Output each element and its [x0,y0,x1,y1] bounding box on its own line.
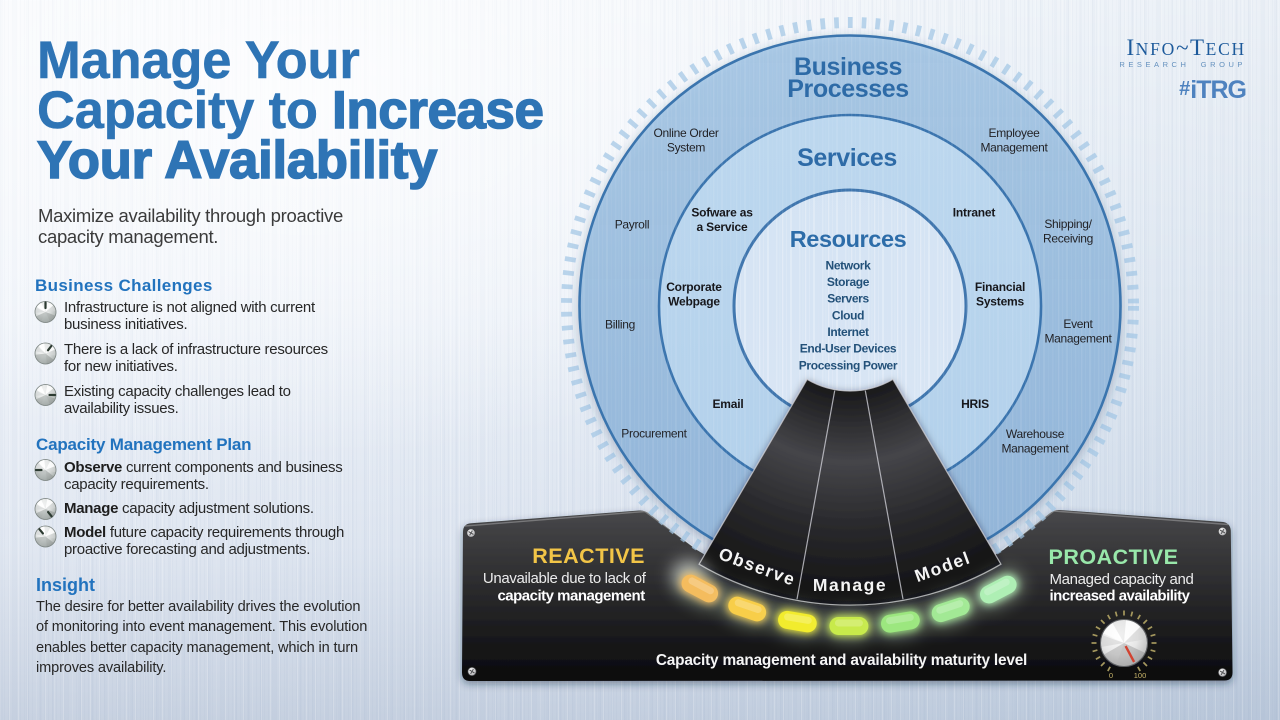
svg-text:REACTIVE: REACTIVE [532,544,645,568]
svg-text:Manage: Manage [813,575,887,595]
svg-text:Event: Event [1063,317,1093,331]
svg-text:Shipping/: Shipping/ [1044,217,1092,231]
svg-text:Network: Network [826,258,872,272]
svg-text:Sofware as: Sofware as [691,205,753,219]
svg-text:Warehouse: Warehouse [1006,427,1065,441]
svg-text:Cloud: Cloud [832,308,864,322]
svg-text:Management: Management [980,141,1048,155]
svg-text:Receiving: Receiving [1043,232,1093,246]
svg-text:Storage: Storage [827,275,870,289]
svg-text:PROACTIVE: PROACTIVE [1049,545,1179,569]
svg-text:Employee: Employee [989,126,1041,140]
svg-text:100: 100 [1134,671,1147,680]
svg-text:Processing Power: Processing Power [799,358,898,372]
svg-text:Payroll: Payroll [615,217,650,231]
svg-text:Online Order: Online Order [653,126,718,140]
svg-text:capacity management: capacity management [497,588,645,605]
svg-text:Email: Email [712,397,743,411]
svg-text:Business: Business [794,53,902,81]
svg-text:Processes: Processes [787,75,909,103]
svg-text:Management: Management [1001,442,1069,456]
svg-text:Internet: Internet [827,325,869,339]
svg-text:Financial: Financial [975,280,1025,294]
svg-text:Intranet: Intranet [953,205,996,219]
svg-text:Corporate: Corporate [666,280,722,294]
svg-text:Procurement: Procurement [621,426,687,440]
svg-text:Management: Management [1044,332,1112,346]
svg-text:Servers: Servers [827,292,869,306]
svg-text:End-User Devices: End-User Devices [800,342,897,356]
svg-text:System: System [667,141,706,155]
svg-text:Managed capacity and: Managed capacity and [1050,571,1194,588]
svg-text:Resources: Resources [790,226,907,252]
svg-text:Capacity management and availa: Capacity management and availability mat… [656,652,1027,669]
svg-text:a Service: a Service [697,220,748,234]
svg-text:Billing: Billing [605,317,635,331]
svg-text:HRIS: HRIS [961,397,989,411]
svg-text:0: 0 [1109,671,1113,680]
svg-text:Services: Services [797,144,897,172]
svg-text:Unavailable due to lack of: Unavailable due to lack of [483,570,647,587]
svg-text:Webpage: Webpage [668,294,720,308]
svg-text:increased availability: increased availability [1050,588,1191,605]
svg-text:Systems: Systems [976,294,1024,308]
